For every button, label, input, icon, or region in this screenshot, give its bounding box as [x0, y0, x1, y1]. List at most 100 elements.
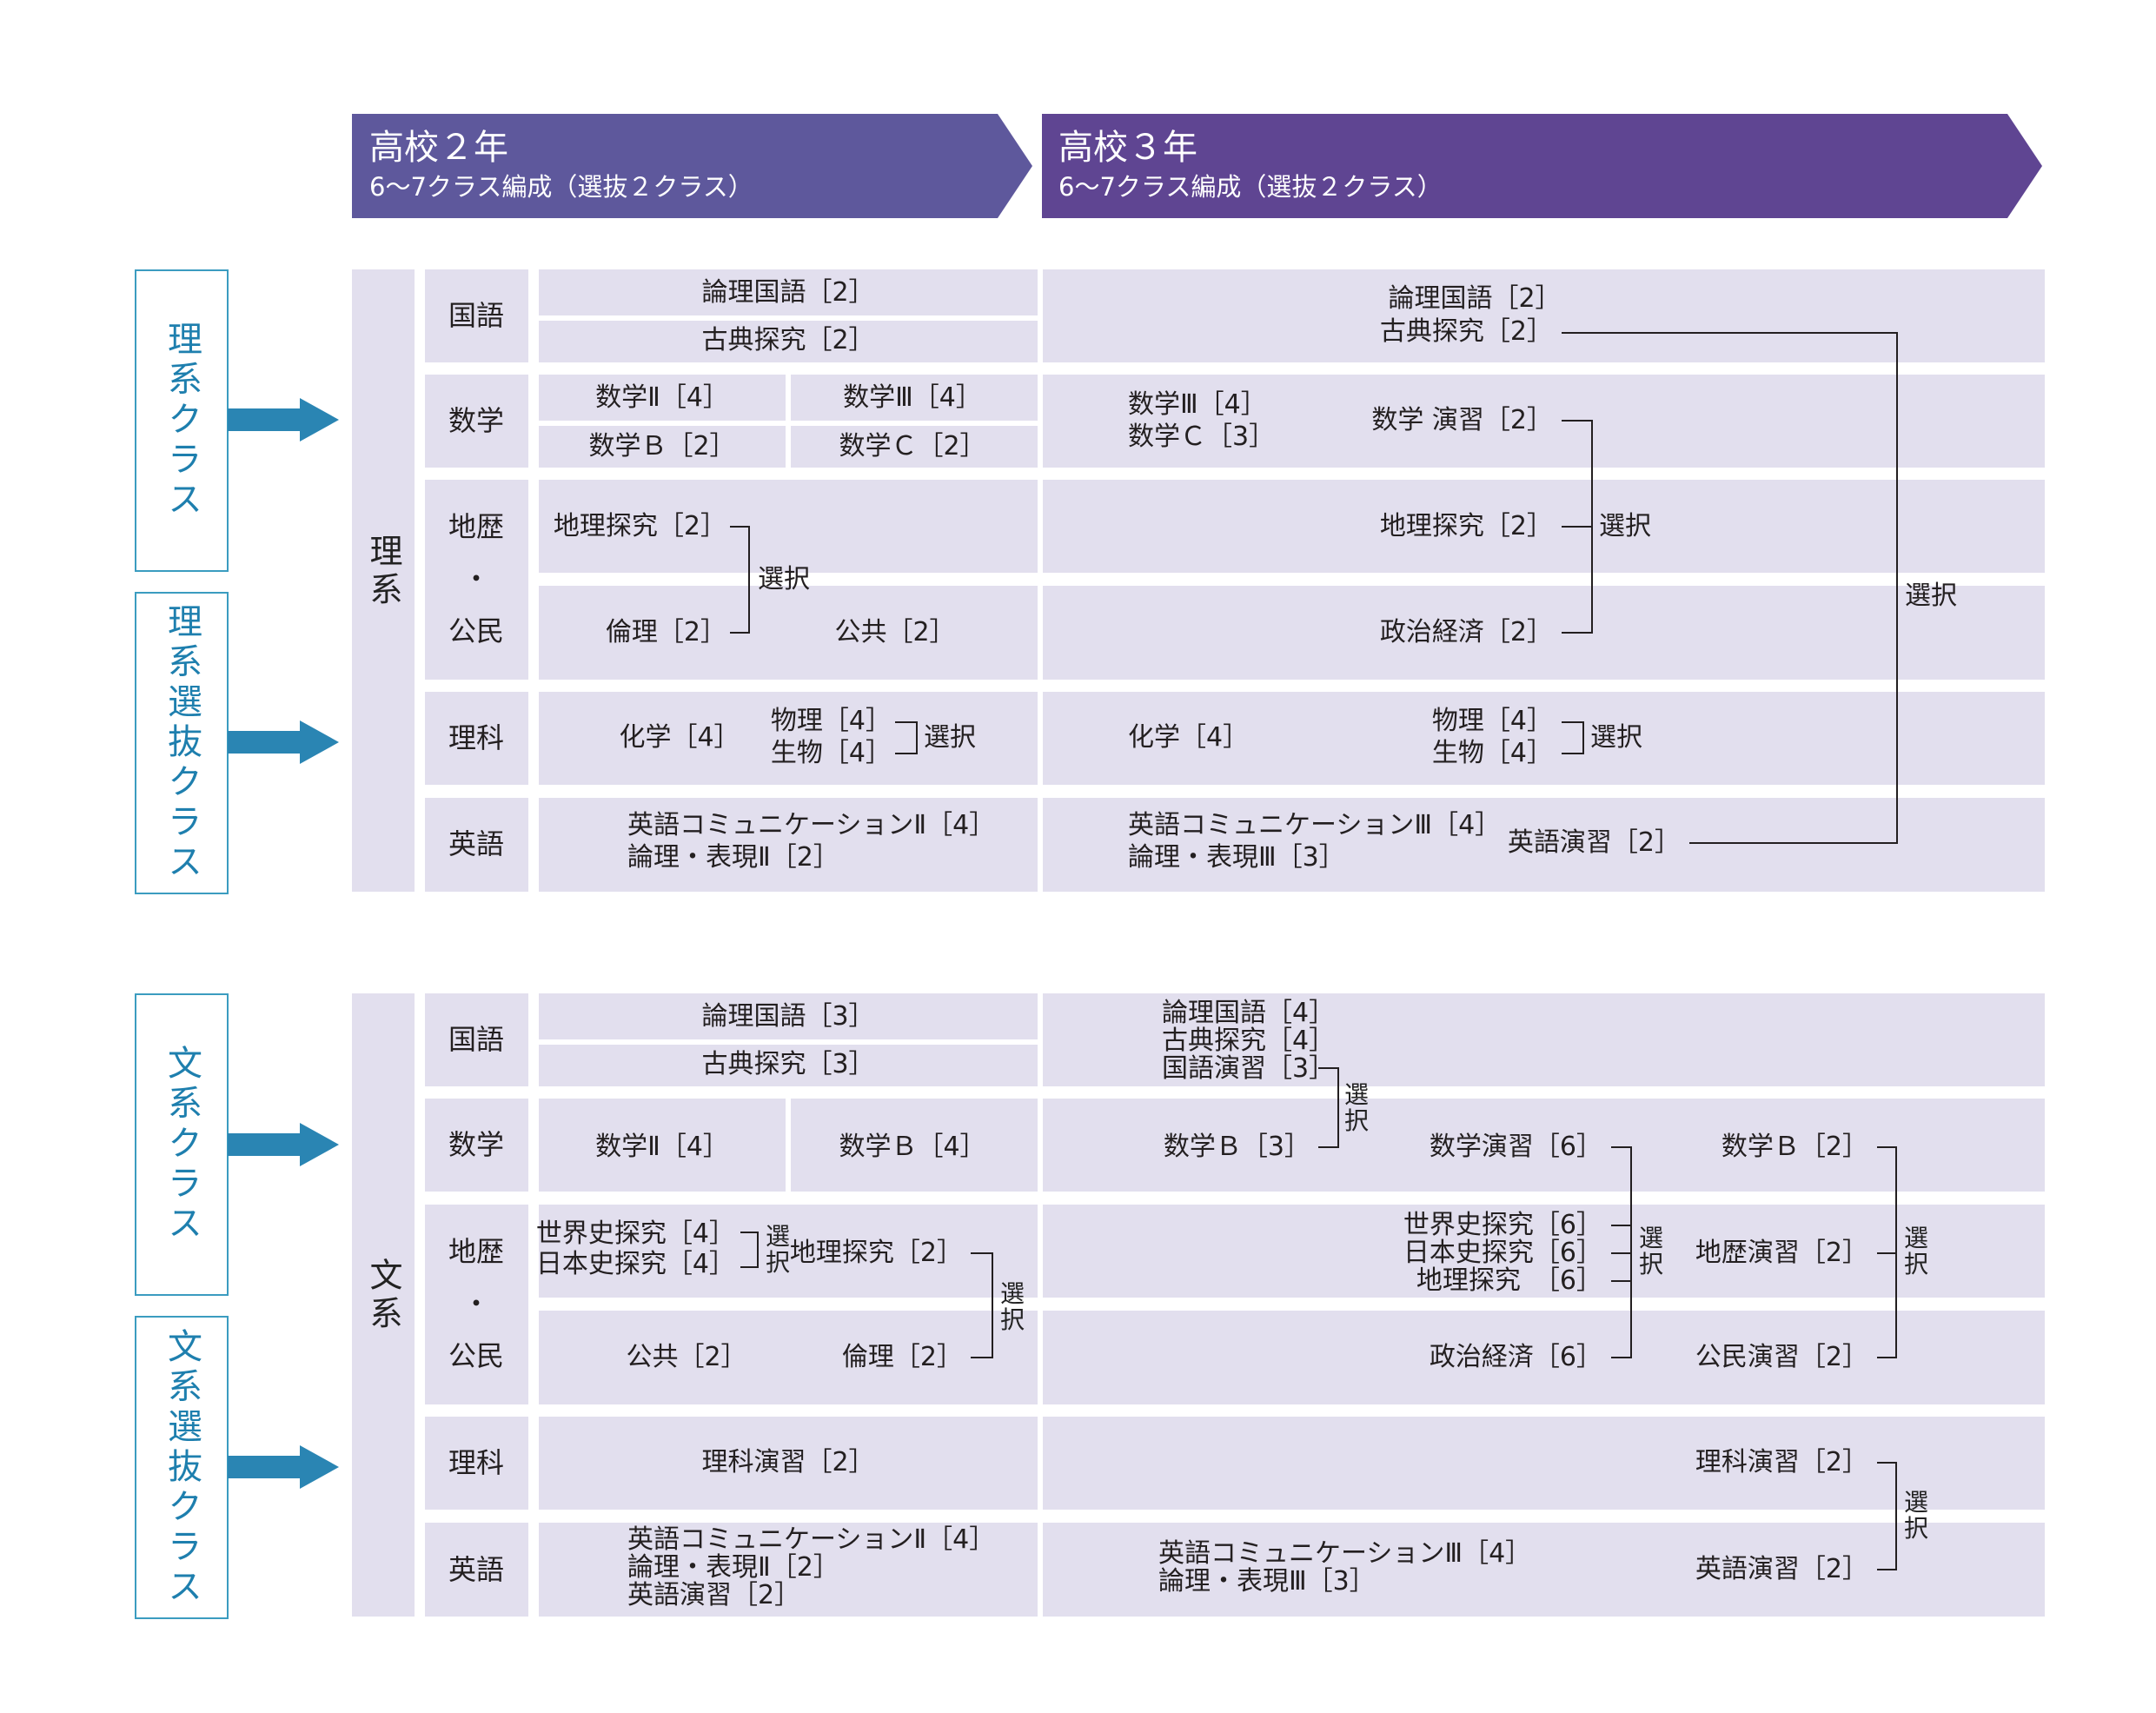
subject-cell [425, 1099, 528, 1192]
course: 古典探究［3］ [701, 1049, 875, 1079]
class-box-bunkei-select: 文系選抜クラス [135, 1316, 229, 1619]
course: 英語演習［2］ [627, 1580, 801, 1610]
course: 理科演習［2］ [701, 1447, 875, 1477]
y2-cell [539, 426, 786, 468]
rikei-track-cell [352, 269, 415, 892]
course: 倫理［2］ [605, 617, 726, 647]
subject-cell [425, 1417, 528, 1510]
arrow-icon [228, 720, 339, 764]
subject-rika: 理科 [448, 1446, 505, 1479]
course: 英語コミュニケーションⅢ［4］ [1128, 810, 1502, 840]
bunkei-track-cell [352, 993, 415, 1617]
course: 数学Ⅲ［4］ [843, 382, 982, 413]
course: 化学［4］ [619, 722, 740, 753]
course: 政治経済［2］ [1379, 617, 1553, 647]
course: 物理［4］ [770, 706, 892, 736]
subject-kokugo: 国語 [448, 299, 505, 332]
course: 日本史探究［4］ [535, 1249, 735, 1279]
y3-cell [1043, 1205, 2045, 1298]
subject-chireki: 地歴 [448, 510, 505, 543]
select-label-vertical: 選択 [765, 1222, 790, 1277]
select-label: 選択 [758, 564, 810, 594]
course: 数学 演習［2］ [1371, 405, 1553, 435]
subject-kokugo: 国語 [448, 1023, 505, 1056]
course: 政治経済［6］ [1429, 1342, 1602, 1372]
banner-year2-title: 高校２年 [369, 128, 508, 168]
arrow-icon [228, 398, 339, 442]
y2-cell [539, 1205, 1038, 1298]
y2-cell [539, 798, 1038, 892]
course: 論理・表現Ⅱ［2］ [627, 1552, 839, 1583]
subject-sugaku: 数学 [448, 1128, 505, 1161]
banner-year2-sub: 6〜7クラス編成（選抜２クラス） [369, 172, 753, 202]
course: 論理国語［3］ [701, 1001, 875, 1032]
course: 論理・表現Ⅲ［3］ [1128, 842, 1345, 873]
y2-cell [539, 1045, 1038, 1086]
course: 数学Ⅱ［4］ [595, 382, 729, 413]
select-label: 選択 [924, 722, 976, 753]
course: 世界史探究［4］ [535, 1218, 735, 1249]
subject-eigo: 英語 [448, 827, 505, 860]
course: 古典探究［2］ [701, 325, 875, 355]
y2-cell [539, 1311, 1038, 1404]
y2-cell [539, 1523, 1038, 1617]
y3-cell [1043, 586, 2045, 680]
subject-cell [425, 1205, 528, 1404]
select-label-vertical: 選択 [1903, 1488, 1928, 1543]
course: 英語コミュニケーションⅡ［4］ [627, 1524, 996, 1555]
banner-year3-title: 高校３年 [1058, 128, 1197, 168]
course: 化学［4］ [1128, 722, 1250, 753]
subject-cell [425, 993, 528, 1086]
subject-sugaku: 数学 [448, 404, 505, 437]
select-label: 選択 [1599, 511, 1651, 541]
y3-cell [1043, 798, 2045, 892]
course: 論理国語［2］ [701, 277, 875, 308]
course: 地理探究［2］ [1379, 511, 1553, 541]
y3-cell [1043, 269, 2045, 362]
course: 英語コミュニケーションⅡ［4］ [627, 810, 996, 840]
course: 論理・表現Ⅲ［3］ [1158, 1566, 1376, 1597]
subject-eigo: 英語 [448, 1553, 505, 1586]
select-label-vertical: 選択 [1638, 1224, 1663, 1278]
select-label-vertical: 選択 [1343, 1080, 1369, 1135]
course: 論理・表現Ⅱ［2］ [627, 842, 839, 873]
course: 数学Ⅲ［4］ [1128, 389, 1267, 420]
subject-cell [425, 798, 528, 892]
subject-dot: ・ [461, 562, 491, 595]
subject-cell [425, 480, 528, 680]
select-label-vertical: 選択 [999, 1279, 1025, 1334]
track-label-rikei: 理系 [364, 534, 402, 610]
course: 英語演習［2］ [1507, 827, 1681, 858]
track-label-bunkei: 文系 [364, 1258, 402, 1334]
y2-cell [539, 1417, 1038, 1510]
y2-cell [539, 321, 1038, 362]
course: 数学演習［6］ [1429, 1132, 1602, 1162]
course: 数学Ｂ［4］ [839, 1132, 986, 1162]
course: 世界史探究［6］ [1403, 1210, 1602, 1240]
select-label: 選択 [1590, 722, 1642, 753]
y2-cell [791, 426, 1038, 468]
select-label-vertical: 選択 [1903, 1224, 1928, 1278]
course: 日本史探究［6］ [1403, 1238, 1602, 1268]
y2-cell [539, 269, 1038, 315]
y2-cell [539, 586, 1038, 680]
course: 数学Ｂ［3］ [1163, 1132, 1310, 1162]
subject-rika: 理科 [448, 721, 505, 754]
course: 数学Ｂ［2］ [588, 431, 736, 461]
subject-komin: 公民 [448, 614, 505, 647]
course: 公共［2］ [626, 1342, 747, 1372]
course: 理科演習［2］ [1695, 1447, 1868, 1477]
course: 論理国語［4］ [1162, 998, 1336, 1028]
course: 生物［4］ [1431, 738, 1553, 768]
subject-komin: 公民 [448, 1339, 505, 1372]
banner-year2 [352, 114, 1032, 218]
banner-year3 [1042, 114, 2042, 218]
y3-cell [1043, 692, 2045, 785]
course: 地理探究 ［6］ [1416, 1265, 1602, 1296]
y2-cell [539, 480, 1038, 573]
subject-chireki: 地歴 [448, 1235, 505, 1268]
y3-cell [1043, 1099, 2045, 1192]
y2-cell [539, 993, 1038, 1039]
